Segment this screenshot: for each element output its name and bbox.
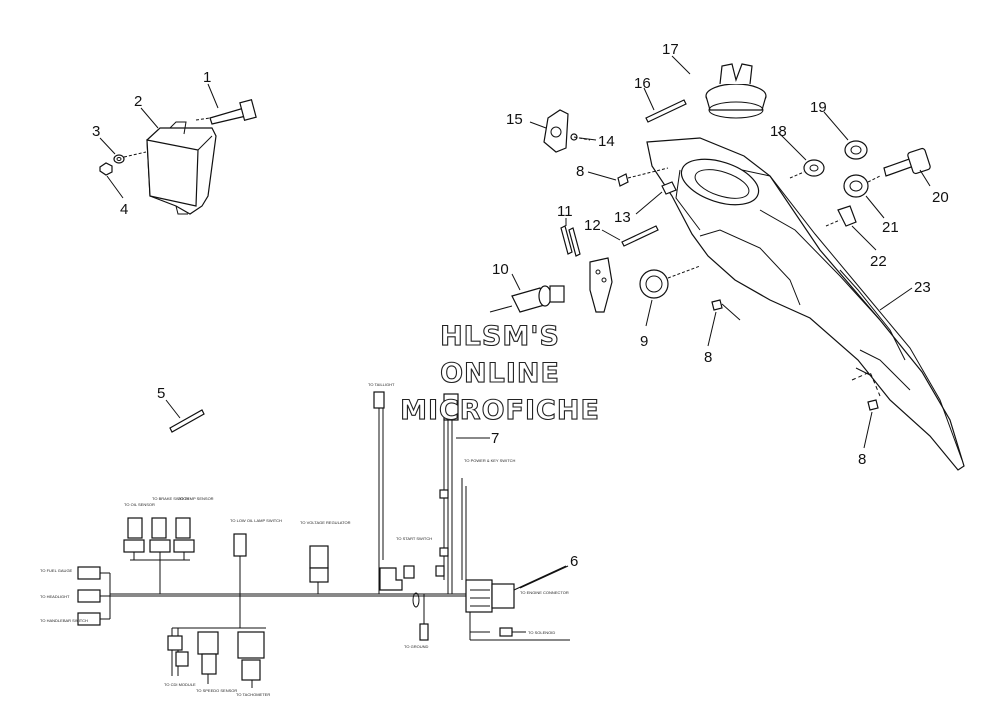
regulator-face	[146, 139, 199, 207]
callout-16: 16	[634, 75, 651, 92]
dash-console-assembly	[489, 55, 965, 471]
label-ground: TO GROUND	[404, 644, 428, 649]
callout-23: 23	[914, 279, 931, 296]
bezel-21	[843, 174, 869, 198]
ground-lead	[412, 592, 429, 641]
light-switch	[639, 269, 669, 299]
label-low-oil: TO LOW OIL LAMP SWITCH	[230, 518, 282, 523]
label-tach: TO TACHOMETER	[236, 692, 270, 697]
voltage-regulator-connector	[309, 545, 329, 594]
washer-part	[113, 154, 125, 164]
screw-8-top	[617, 173, 629, 187]
key-switch-bundle	[435, 393, 488, 594]
label-headlight: TO HEADLIGHT	[40, 594, 70, 599]
label-fuel: TO FUEL GAUGE	[40, 568, 73, 573]
nut-18	[803, 159, 825, 177]
callout-4: 4	[120, 201, 128, 218]
callout-numbers: 1 2 3 4 5 6 7 8 8 8 9 10 11 12 13 14 15 …	[92, 41, 949, 570]
callout-19: 19	[810, 99, 827, 116]
switch-plate	[589, 257, 613, 313]
watermark-line-2: ONLINE	[440, 358, 560, 389]
tie-strap-5	[165, 399, 205, 433]
callout-18: 18	[770, 123, 787, 140]
tie-strap-16	[645, 99, 687, 123]
pin-11b	[568, 227, 581, 257]
wiring-harness	[77, 391, 570, 688]
callout-3: 3	[92, 123, 100, 140]
clip-13	[661, 181, 677, 195]
callout-1: 1	[203, 69, 211, 86]
callout-10: 10	[492, 261, 509, 278]
top-sensor-connectors	[123, 517, 195, 594]
callout-8-bottom: 8	[858, 451, 866, 468]
label-speedo: TO SPEEDO SENSOR	[196, 688, 237, 693]
callout-2: 2	[134, 93, 142, 110]
pin-11a	[560, 225, 573, 255]
callout-11: 11	[557, 203, 573, 220]
left-connectors	[77, 566, 111, 626]
callout-15: 15	[506, 111, 523, 128]
label-handlebar: TO HANDLEBAR SWITCH	[40, 618, 88, 623]
callout-8-mid: 8	[704, 349, 712, 366]
harness-labels: TO TAILLIGHT TO POWER & KEY SWITCH TO OI…	[40, 382, 569, 697]
watermark: HLSM'S ONLINE MICROFICHE	[400, 320, 600, 426]
callout-5: 5	[157, 385, 165, 402]
callout-13: 13	[614, 209, 631, 226]
engine-connector	[465, 565, 570, 641]
callout-20: 20	[932, 189, 949, 206]
callout-22: 22	[870, 253, 887, 270]
label-start: TO START SWITCH	[396, 536, 432, 541]
low-oil-connector	[233, 533, 247, 594]
switch-22	[837, 205, 857, 227]
bolt-part	[209, 107, 247, 125]
screw-8-bottom	[867, 399, 879, 411]
label-cdi: TO CDI MODULE	[164, 682, 196, 687]
bracket-15	[543, 109, 569, 153]
callout-9: 9	[640, 333, 648, 350]
callout-12: 12	[584, 217, 601, 234]
washer-19	[844, 140, 868, 160]
regulator-assembly	[99, 83, 257, 215]
tie-strap-12	[621, 225, 659, 247]
callout-6: 6	[570, 553, 578, 570]
label-solenoid: TO SOLENOID	[528, 630, 555, 635]
label-brake: TO BRAKE SWITCH	[152, 496, 189, 501]
watermark-line-3: MICROFICHE	[400, 395, 600, 426]
callout-21: 21	[882, 219, 899, 236]
label-taillight: TO TAILLIGHT	[368, 382, 395, 387]
start-switch-connector	[379, 565, 415, 591]
label-power-key: TO POWER & KEY SWITCH	[464, 458, 516, 463]
lower-gauge-connectors	[167, 594, 266, 688]
callout-8-top: 8	[576, 163, 584, 180]
nut-part	[99, 162, 113, 176]
console-shell	[646, 137, 965, 471]
taillight-lead	[373, 391, 385, 594]
watermark-line-1: HLSM'S	[440, 321, 560, 352]
callout-14: 14	[598, 133, 615, 150]
callout-17: 17	[662, 41, 679, 58]
label-voltage-reg: TO VOLTAGE REGULATOR	[300, 520, 351, 525]
label-engine-conn: TO ENGINE CONNECTOR	[520, 590, 569, 595]
screw-8-mid	[711, 299, 723, 311]
label-oil: TO OIL SENSOR	[124, 502, 155, 507]
callout-7: 7	[491, 430, 499, 447]
label-temp: TO TEMP SENSOR	[178, 496, 214, 501]
